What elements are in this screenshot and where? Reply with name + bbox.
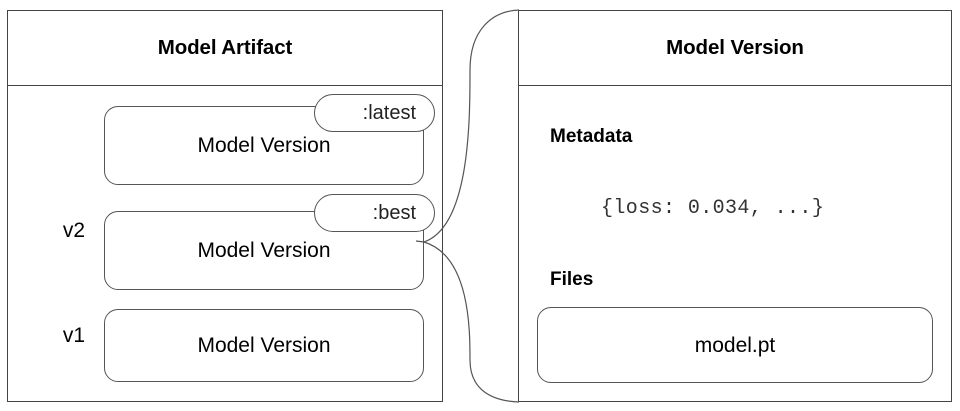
alias-tag-latest[interactable]: :latest (314, 94, 435, 132)
alias-tag-best-label: :best (372, 202, 416, 224)
model-version-box-label-v1: Model Version (197, 239, 331, 262)
model-artifact-body: v2 Model Version :latest v1 Model Versio… (8, 86, 442, 401)
model-version-title: Model Version (666, 36, 804, 59)
alias-tag-latest-label: :latest (362, 102, 416, 124)
version-label-v1: v1 (62, 324, 86, 347)
metadata-heading: Metadata (550, 126, 633, 147)
model-version-panel: Model Version Metadata {loss: 0.034, ...… (518, 10, 952, 402)
model-version-header: Model Version (519, 11, 951, 86)
file-item-model-pt[interactable]: model.pt (537, 307, 933, 383)
model-version-box-label-v0: Model Version (197, 334, 331, 357)
model-version-box-label-v2: Model Version (197, 134, 331, 157)
model-version-box-v0[interactable]: Model Version (104, 309, 424, 382)
alias-tag-best[interactable]: :best (314, 194, 435, 232)
files-heading: Files (550, 269, 594, 290)
model-version-body: Metadata {loss: 0.034, ...} Files model.… (519, 86, 951, 401)
metadata-value: {loss: 0.034, ...} (601, 197, 825, 220)
model-artifact-panel: Model Artifact v2 Model Version :latest … (7, 10, 443, 402)
file-item-model-pt-label: model.pt (694, 333, 776, 357)
model-artifact-title: Model Artifact (157, 36, 293, 59)
version-label-v2: v2 (62, 219, 86, 242)
model-artifact-header: Model Artifact (8, 11, 442, 86)
